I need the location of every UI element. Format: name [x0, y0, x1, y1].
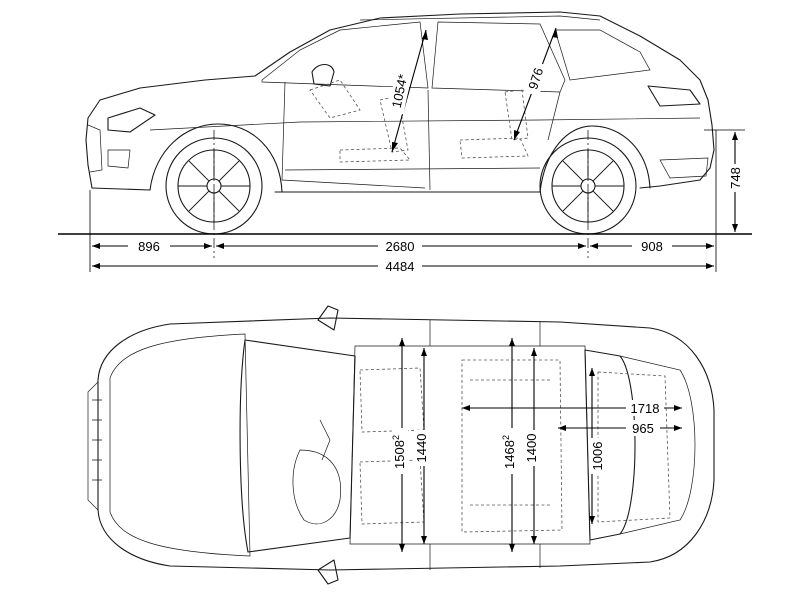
front-elbow-label: 1440	[414, 434, 429, 463]
front-shoulder-mark: 2	[391, 435, 401, 440]
front-shoulder-label: 15082	[391, 435, 407, 469]
rear-headroom-label: 976	[525, 66, 546, 91]
luggage-width-label: 1006	[590, 442, 605, 471]
luggage-length-label: 965	[632, 421, 654, 436]
top-view-car	[87, 305, 715, 585]
front-headroom-mark: *	[395, 73, 411, 81]
rear-shoulder-label: 14682	[501, 435, 517, 469]
top-labels: 15082 1440 14682 1400 1006 1718 965	[391, 400, 664, 474]
rear-elbow-label: 1400	[524, 434, 539, 463]
front-headroom-value: 1054	[389, 78, 410, 109]
overall-length-label: 4484	[386, 259, 415, 274]
sill-height-label: 748	[728, 167, 743, 189]
rear-shoulder-mark: 2	[501, 435, 511, 440]
front-headroom-label: 1054*	[389, 73, 411, 109]
front-overhang-label: 896	[138, 239, 160, 254]
front-shoulder-value: 1508	[392, 440, 407, 469]
rear-overhang-label: 908	[641, 239, 663, 254]
rear-shoulder-value: 1468	[502, 440, 517, 469]
wheelbase-label: 2680	[386, 239, 415, 254]
luggage-length-max-label: 1718	[631, 401, 660, 416]
top-dimensions	[399, 338, 682, 552]
side-labels: 896 2680 908 4484 748 1054* 976	[128, 61, 743, 274]
